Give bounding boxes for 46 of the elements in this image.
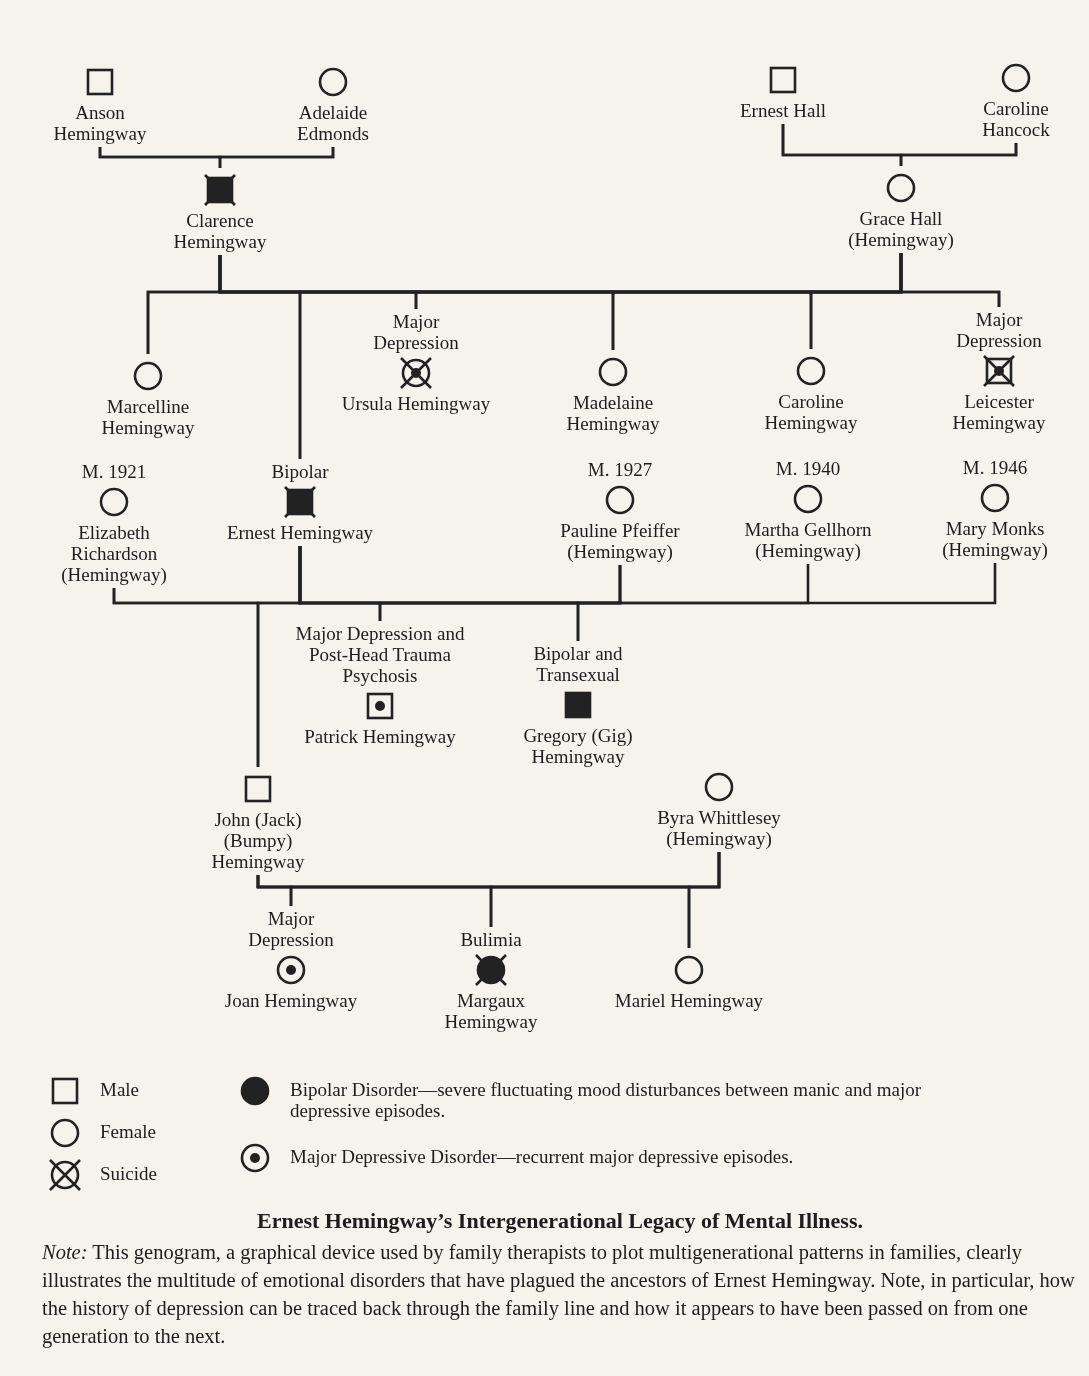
person-annotation: Bipolar [271,461,329,482]
person-annotation: M. 1921 [81,461,147,482]
family-line [899,253,1001,307]
family-line [899,143,1018,166]
person-name: Byra Whittlesey (Hemingway) [656,807,782,849]
person-name: Marcelline Hemingway [100,396,196,438]
family-line [218,147,335,168]
legend-label: Major Depressive Disorder—recurrent major depressive episodes. [290,1146,794,1167]
person-name: Mariel Hemingway [614,990,764,1011]
family-line [687,852,721,948]
person-name: Gregory (Gig) Hemingway [522,725,634,767]
person-annotation: Major Depression and Post-Head Trauma Psychosis [294,623,466,686]
person-name: Mary Monks (Hemingway) [941,518,1049,560]
person-name: Ernest Hemingway [226,522,374,543]
legend-label: Suicide [100,1163,157,1184]
person-annotation: Major Depression [247,908,335,950]
person-name: Margaux Hemingway [443,990,539,1032]
legend-label: Female [100,1121,156,1142]
person-name: Adelaide Edmonds [296,102,370,144]
person-name: Caroline Hemingway [763,391,859,433]
person-name: Martha Gellhorn (Hemingway) [743,519,873,561]
legend-label: Male [100,1079,140,1100]
person-name: Patrick Hemingway [304,726,456,747]
family-line [576,565,622,641]
person-name: Elizabeth Richardson (Hemingway) [60,522,168,585]
person-name: Joan Hemingway [224,990,358,1011]
person-name: Caroline Hancock [981,98,1051,140]
person-name: Ernest Hall [740,100,826,121]
person-annotation: Major Depression [372,311,460,353]
person-name: Anson Hemingway [52,102,148,144]
figure-caption: Note: This genogram, a graphical device used by family therapists to plot multigenerational patterns in families, clearly illustrates the multitude of emotional disorders that have plagued the ancestors of Ernest Hemingway. Note, in particular, how the history of depression can be traced back through the family line and how it appears to have been passed on from one generation to the next. [42,1240,1076,1350]
person-annotation: M. 1927 [587,459,653,480]
figure-title: Ernest Hemingway’s Intergenerational Legacy of Mental Illness. [256,1208,864,1234]
person-name: John (Jack) (Bumpy) Hemingway [210,809,306,872]
person-annotation: Bulimia [460,929,522,950]
person-name: Ursula Hemingway [341,393,491,414]
person-annotation: Bipolar and Transexual [532,643,624,685]
person-name: Madelaine Hemingway [565,392,661,434]
person-name: Grace Hall (Hemingway) [847,208,955,250]
person-name: Leicester Hemingway [951,391,1047,433]
legend-label: Bipolar Disorder—severe fluctuating mood disturbances between manic and major depressive episodes. [290,1079,923,1121]
person-annotation: M. 1946 [962,457,1028,478]
person-annotation: Major Depression [955,309,1043,351]
person-name: Clarence Hemingway [172,210,268,252]
person-name: Pauline Pfeiffer (Hemingway) [559,520,681,562]
person-annotation: M. 1940 [775,458,841,479]
